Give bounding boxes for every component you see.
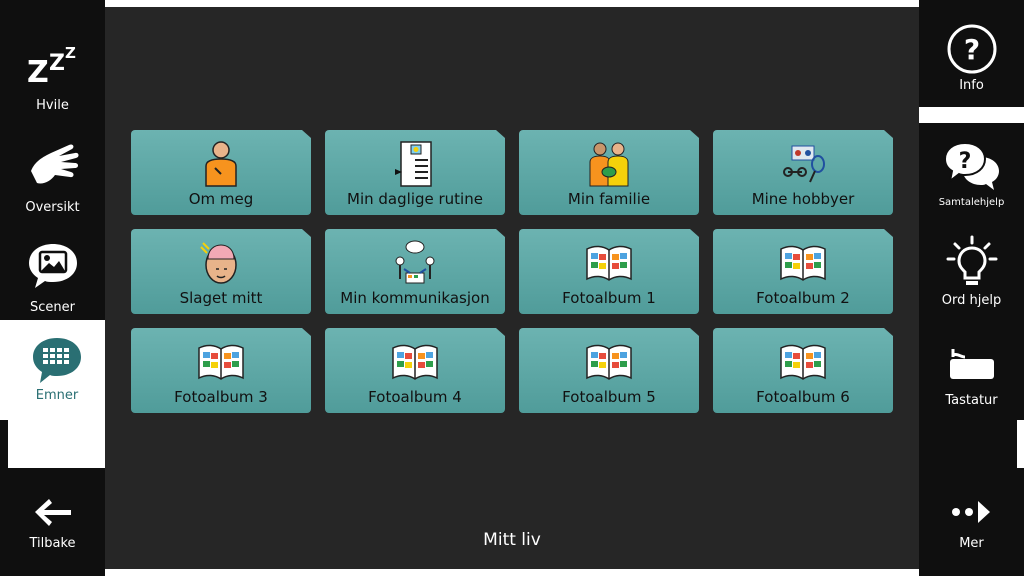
photo-album-icon — [579, 336, 639, 388]
sidebar-gap — [1017, 107, 1024, 123]
tile-label: Fotoalbum 3 — [174, 388, 268, 406]
sidebar-item-oversikt[interactable]: Oversikt — [0, 120, 105, 220]
sidebar-item-label: Emner — [35, 388, 79, 403]
tile-fotoalbum-3[interactable]: Fotoalbum 3 — [131, 328, 311, 413]
tile-label: Fotoalbum 6 — [756, 388, 850, 406]
sidebar-item-label: Tastatur — [945, 393, 998, 408]
tile-min-familie[interactable]: Min familie — [519, 130, 699, 215]
keyboard-icon — [940, 335, 1004, 391]
sidebar-item-hvile[interactable]: Z Z Z Hvile — [0, 0, 105, 120]
family-icon — [579, 138, 639, 190]
hobbies-icon — [773, 138, 833, 190]
tile-label: Om meg — [188, 190, 254, 208]
tile-label: Fotoalbum 1 — [562, 289, 656, 307]
sidebar-item-label: Ord hjelp — [941, 293, 1002, 308]
sidebar-item-samtalehjelp[interactable]: ? Samtalehjelp — [919, 123, 1024, 223]
tile-fotoalbum-5[interactable]: Fotoalbum 5 — [519, 328, 699, 413]
question-circle-icon: ? — [940, 22, 1004, 76]
tile-label: Slaget mitt — [179, 289, 263, 307]
dots-arrow-icon — [940, 490, 1004, 534]
person-icon — [191, 138, 251, 190]
tile-fotoalbum-6[interactable]: Fotoalbum 6 — [713, 328, 893, 413]
tile-min-kommunikasjon[interactable]: Min kommunikasjon — [325, 229, 505, 314]
tile-label: Fotoalbum 5 — [562, 388, 656, 406]
sidebar-item-label: Samtalehjelp — [938, 197, 1005, 208]
sidebar-item-scener[interactable]: Scener — [0, 220, 105, 320]
tile-label: Min kommunikasjon — [340, 289, 490, 307]
sidebar-item-label: Oversikt — [25, 200, 80, 215]
sidebar-gap — [8, 420, 105, 468]
back-button[interactable]: Tilbake — [0, 468, 105, 576]
photo-album-icon — [773, 237, 833, 289]
tile-fotoalbum-2[interactable]: Fotoalbum 2 — [713, 229, 893, 314]
svg-text:?: ? — [958, 149, 971, 174]
tile-fotoalbum-1[interactable]: Fotoalbum 1 — [519, 229, 699, 314]
sidebar-item-info[interactable]: ? Info — [919, 0, 1024, 107]
tile-mine-hobbyer[interactable]: Mine hobbyer — [713, 130, 893, 215]
tile-label: Fotoalbum 4 — [368, 388, 462, 406]
hand-icon — [21, 134, 85, 198]
picture-bubble-icon — [21, 234, 85, 298]
tile-min-daglige-rutine[interactable]: Min daglige rutine — [325, 130, 505, 215]
svg-text:Z: Z — [27, 55, 49, 84]
question-bubbles-icon: ? — [940, 139, 1004, 195]
communication-icon — [385, 237, 445, 289]
tile-label: Fotoalbum 2 — [756, 289, 850, 307]
lightbulb-icon — [940, 235, 1004, 291]
photo-album-icon — [579, 237, 639, 289]
arrow-left-icon — [21, 490, 85, 534]
schedule-icon — [385, 138, 445, 190]
tile-label: Mine hobbyer — [751, 190, 855, 208]
more-label: Mer — [959, 536, 984, 551]
tile-om-meg[interactable]: Om meg — [131, 130, 311, 215]
sidebar-item-tastatur[interactable]: Tastatur — [919, 323, 1024, 420]
svg-text:Z: Z — [49, 51, 65, 76]
keyboard-bubble-icon — [30, 336, 84, 386]
sidebar-item-ord-hjelp[interactable]: Ord hjelp — [919, 223, 1024, 323]
svg-text:Z: Z — [65, 44, 76, 62]
sidebar-item-label: Scener — [30, 300, 75, 315]
photo-album-icon — [191, 336, 251, 388]
photo-album-icon — [773, 336, 833, 388]
sidebar-item-label: Info — [959, 78, 984, 93]
tile-label: Min daglige rutine — [347, 190, 483, 208]
sidebar-item-label: Hvile — [36, 98, 69, 113]
brain-head-icon — [191, 237, 251, 289]
svg-text:?: ? — [963, 33, 979, 66]
back-label: Tilbake — [29, 536, 76, 551]
tile-label: Min familie — [567, 190, 651, 208]
tile-fotoalbum-4[interactable]: Fotoalbum 4 — [325, 328, 505, 413]
more-button[interactable]: Mer — [919, 468, 1024, 576]
sidebar-item-emner[interactable]: Emner — [16, 328, 98, 412]
sleep-zzz-icon: Z Z Z — [21, 32, 85, 96]
tile-slaget-mitt[interactable]: Slaget mitt — [131, 229, 311, 314]
photo-album-icon — [385, 336, 445, 388]
page-title: Mitt liv — [483, 530, 541, 550]
sidebar-spacer — [919, 420, 1017, 468]
